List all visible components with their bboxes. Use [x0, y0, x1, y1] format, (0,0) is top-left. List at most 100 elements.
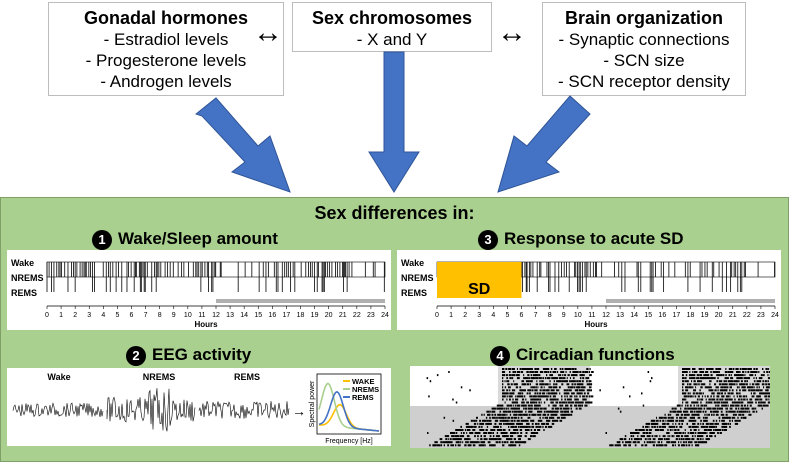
activity-mark: [698, 368, 702, 370]
activity-mark: [738, 419, 741, 422]
activity-mark: [736, 371, 739, 373]
activity-mark: [713, 413, 715, 416]
activity-mark: [590, 383, 593, 386]
activity-mark: [586, 380, 588, 383]
activity-mark: [501, 441, 504, 444]
activity-mark: [506, 392, 509, 395]
activity-mark: [494, 438, 498, 441]
activity-mark: [530, 404, 533, 407]
x-tick-label: 19: [311, 312, 319, 319]
activity-mark: [483, 413, 485, 416]
activity-mark: [682, 401, 684, 404]
activity-mark: [605, 432, 607, 434]
activity-mark: [697, 410, 701, 413]
x-tick-label: 17: [283, 312, 291, 319]
activity-mark: [517, 392, 521, 395]
activity-mark: [564, 374, 567, 377]
activity-mark: [518, 413, 521, 416]
activity-mark: [703, 432, 707, 434]
gonadal-item-progesterone: - Progesterone levels: [85, 51, 247, 70]
activity-mark: [510, 438, 513, 441]
activity-mark: [589, 383, 592, 386]
activity-mark: [558, 380, 562, 383]
activity-mark: [559, 419, 563, 422]
activity-mark: [521, 395, 524, 398]
activity-mark: [491, 407, 494, 410]
activity-mark: [502, 398, 504, 401]
activity-mark: [686, 438, 690, 441]
activity-mark: [555, 386, 558, 389]
activity-mark: [715, 371, 719, 373]
activity-mark: [678, 422, 681, 425]
activity-mark: [530, 407, 533, 410]
activity-mark: [652, 419, 656, 422]
activity-mark: [682, 380, 685, 383]
activity-mark: [725, 380, 727, 383]
activity-mark: [536, 392, 539, 395]
activity-mark: [740, 416, 743, 419]
activity-mark: [739, 368, 742, 370]
activity-mark: [519, 392, 522, 395]
activity-mark: [745, 377, 749, 380]
activity-mark: [506, 438, 510, 441]
activity-mark: [696, 404, 698, 407]
x-tick-label: 10: [184, 312, 192, 319]
activity-mark: [677, 429, 680, 431]
activity-mark: [680, 438, 683, 441]
activity-mark: [738, 401, 741, 404]
activity-mark: [474, 435, 476, 438]
activity-mark: [731, 371, 734, 373]
activity-mark: [465, 441, 467, 444]
activity-mark: [509, 389, 511, 392]
activity-mark: [530, 374, 533, 377]
activity-mark: [662, 419, 665, 422]
activity-mark: [725, 410, 728, 413]
activity-mark: [504, 419, 509, 422]
activity-mark: [512, 398, 514, 401]
activity-mark: [738, 395, 742, 398]
activity-mark: [496, 432, 499, 434]
activity-mark: [512, 410, 514, 413]
activity-mark: [448, 441, 452, 444]
activity-mark: [692, 395, 694, 398]
activity-mark: [703, 429, 707, 431]
activity-mark: [742, 413, 745, 416]
activity-mark: [732, 404, 735, 407]
activity-mark: [506, 377, 509, 380]
section-3-label: Response to acute SD: [504, 229, 684, 248]
activity-mark: [758, 377, 761, 380]
activity-mark: [747, 368, 751, 370]
activity-mark: [720, 410, 723, 413]
activity-mark: [576, 395, 578, 398]
activity-mark: [657, 419, 659, 422]
activity-mark: [692, 401, 695, 404]
activity-mark: [462, 441, 464, 444]
activity-mark: [577, 401, 581, 404]
double-arrow-right: ↔: [497, 16, 527, 49]
activity-mark: [504, 416, 507, 419]
activity-mark: [682, 371, 685, 373]
activity-mark: [514, 404, 516, 407]
activity-mark: [695, 392, 698, 395]
activity-mark: [633, 432, 637, 434]
activity-mark: [504, 401, 506, 404]
activity-mark: [582, 386, 586, 389]
activity-mark: [644, 435, 645, 438]
activity-mark: [511, 374, 515, 377]
activity-mark: [722, 395, 725, 398]
activity-mark: [744, 407, 749, 410]
activity-mark: [723, 386, 727, 389]
activity-mark: [519, 410, 522, 413]
activity-mark: [652, 438, 656, 441]
activity-mark: [583, 389, 585, 392]
activity-mark: [556, 380, 560, 383]
activity-mark: [510, 425, 513, 428]
activity-mark: [648, 422, 651, 425]
activity-mark: [542, 368, 546, 370]
activity-mark: [513, 429, 517, 431]
activity-mark: [507, 416, 511, 419]
activity-mark: [609, 444, 613, 447]
activity-mark: [658, 438, 661, 441]
activity-mark: [643, 441, 646, 444]
activity-mark: [634, 441, 637, 444]
